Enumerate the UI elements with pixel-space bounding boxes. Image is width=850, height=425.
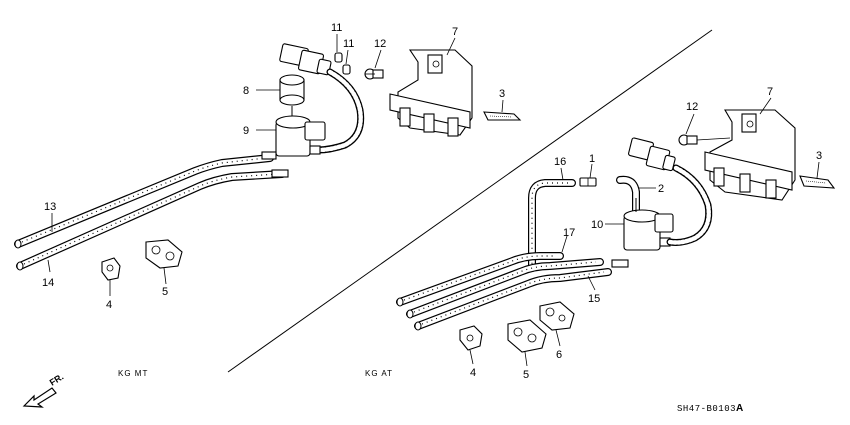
callout-14-left: 14 bbox=[42, 277, 54, 289]
hose-clamp-4-left bbox=[101, 257, 121, 281]
leader-4-right bbox=[469, 349, 474, 365]
leader-15-right bbox=[587, 275, 596, 291]
vacuum-hose-2 bbox=[616, 175, 640, 216]
callout-17-right: 17 bbox=[563, 227, 575, 239]
callout-6-right: 6 bbox=[556, 349, 562, 361]
wiring-harness-right bbox=[666, 164, 713, 246]
callout-1-right: 1 bbox=[589, 153, 595, 165]
leader-12-right bbox=[685, 113, 695, 135]
hose-clamp-5-left bbox=[145, 239, 183, 269]
solenoid-valve-9 bbox=[261, 115, 326, 178]
hose-clamp-6-right bbox=[539, 301, 575, 331]
callout-7-left: 7 bbox=[452, 26, 458, 38]
callout-11b-left: 11 bbox=[343, 38, 354, 50]
vacuum-hose-long-a bbox=[396, 252, 564, 307]
bracket-7-left bbox=[389, 49, 473, 137]
caption-left: KG MT bbox=[118, 369, 148, 378]
bolt-12 bbox=[364, 68, 384, 80]
vacuum-hose-long-c bbox=[414, 268, 612, 331]
connector-left bbox=[279, 43, 332, 76]
callout-3-right: 3 bbox=[816, 150, 822, 162]
caption-right: KG AT bbox=[365, 369, 393, 378]
grommet-11b bbox=[342, 64, 351, 75]
leader-12-left bbox=[374, 49, 382, 69]
callout-5-left: 5 bbox=[162, 286, 168, 298]
leader-14-left bbox=[47, 259, 51, 273]
bracket-7-right bbox=[696, 109, 796, 201]
callout-7-right: 7 bbox=[767, 86, 773, 98]
callout-11a-left: 11 bbox=[331, 22, 342, 34]
wiring-harness-left bbox=[314, 68, 365, 154]
connector-fitting-1 bbox=[579, 177, 597, 187]
callout-5-right: 5 bbox=[523, 369, 529, 381]
connector-right bbox=[628, 137, 676, 172]
panel-divider-line bbox=[227, 29, 713, 373]
vacuum-hose-14 bbox=[16, 170, 286, 271]
front-direction-indicator: FR. bbox=[22, 372, 66, 408]
hose-clamp-4-right bbox=[459, 325, 483, 351]
leader-17-right bbox=[561, 235, 568, 253]
leader-7-right bbox=[759, 97, 772, 115]
clip-3-left bbox=[483, 111, 522, 121]
diagram-reference: SH47-B0103 A bbox=[677, 403, 743, 414]
reference-suffix: A bbox=[736, 403, 743, 414]
vacuum-hose-long-b bbox=[406, 258, 604, 319]
vacuum-hose-13 bbox=[14, 154, 274, 249]
bolt-12-right bbox=[678, 134, 698, 146]
leader-16-right bbox=[560, 167, 564, 181]
callout-12-left: 12 bbox=[374, 38, 386, 50]
callout-4-left: 4 bbox=[106, 299, 112, 311]
vacuum-hose-16 bbox=[528, 179, 576, 272]
left-panel: 11 11 12 7 8 3 9 13 14 4 5 KG MT bbox=[14, 22, 522, 378]
hose-clamp-5-right bbox=[507, 319, 547, 353]
callout-8-left: 8 bbox=[243, 85, 249, 97]
callout-4-right: 4 bbox=[470, 367, 476, 379]
callout-12-right: 12 bbox=[686, 101, 698, 113]
callout-16-right: 16 bbox=[554, 156, 566, 168]
callout-3-left: 3 bbox=[499, 88, 505, 100]
leader-3-left bbox=[501, 99, 504, 113]
right-panel: 12 7 16 1 2 3 10 17 15 4 5 6 KG AT bbox=[365, 86, 836, 381]
reference-code: SH47-B0103 bbox=[677, 404, 736, 414]
leader-7-left bbox=[446, 37, 456, 56]
front-label: FR. bbox=[48, 372, 66, 388]
callout-10-right: 10 bbox=[591, 219, 603, 231]
callout-13-left: 13 bbox=[44, 201, 56, 213]
callout-2-right: 2 bbox=[658, 183, 664, 195]
leader-3-right bbox=[816, 161, 820, 179]
leader-5-left bbox=[163, 267, 167, 285]
callout-9-left: 9 bbox=[243, 125, 249, 137]
leader-5-right bbox=[524, 351, 528, 367]
callout-15-right: 15 bbox=[588, 293, 600, 305]
grommet-11a bbox=[334, 52, 343, 63]
solenoid-valve-10 bbox=[611, 198, 674, 268]
leader-6-right bbox=[555, 329, 561, 347]
filter-cap-8 bbox=[279, 74, 305, 116]
clip-3-right bbox=[799, 175, 836, 189]
leader-11b-left bbox=[345, 49, 349, 65]
leader-1-right bbox=[589, 163, 593, 179]
front-arrow-icon bbox=[22, 387, 57, 408]
